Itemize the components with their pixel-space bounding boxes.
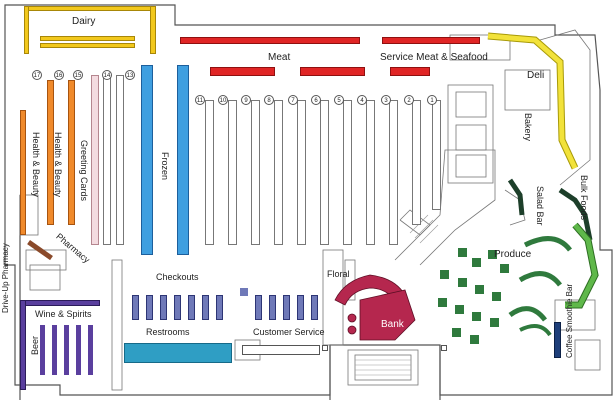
checkout-stand: [255, 295, 262, 320]
produce-table: [488, 250, 497, 259]
dairy-case-left: [24, 6, 29, 54]
bank-label: Bank: [381, 319, 404, 330]
aisle-6: [320, 100, 329, 245]
restrooms-area: [124, 343, 232, 363]
floral-label: Floral: [327, 269, 350, 279]
checkout-stand: [311, 295, 318, 320]
aisle-number-7: 7: [288, 95, 298, 105]
coffee-smoothie-bar-counter: [554, 322, 561, 358]
health-beauty-aisle: [68, 80, 75, 225]
dairy-case-right: [150, 6, 156, 54]
aisle-number-4: 4: [357, 95, 367, 105]
wine-spirits-label: Wine & Spirits: [35, 309, 92, 319]
produce-table: [458, 248, 467, 257]
produce-table: [472, 258, 481, 267]
checkout-stand: [160, 295, 167, 320]
aisle-number-11: 11: [195, 95, 205, 105]
checkout-stand: [216, 295, 223, 320]
checkout-stand: [297, 295, 304, 320]
checkouts-label: Checkouts: [156, 272, 199, 282]
aisle-11: [205, 100, 214, 245]
restrooms-label: Restrooms: [146, 327, 190, 337]
aisle-number-17: 17: [32, 70, 42, 80]
aisle-4: [366, 100, 375, 245]
aisle-number-3: 3: [381, 95, 391, 105]
aisle-10: [228, 100, 237, 245]
checkout-stand: [174, 295, 181, 320]
aisle-number-16: 16: [54, 70, 64, 80]
aisle-8: [274, 100, 283, 245]
aisle-number-10: 10: [218, 95, 228, 105]
produce-table: [472, 312, 481, 321]
checkout-stand: [269, 295, 276, 320]
produce-table: [458, 278, 467, 287]
produce-table: [440, 270, 449, 279]
frozen-aisle: [177, 65, 189, 255]
entrance-door: [322, 345, 328, 351]
wine-spirits-wall: [20, 300, 26, 390]
meat-label: Meat: [268, 52, 291, 63]
entrance-door: [441, 345, 447, 351]
produce-table: [470, 335, 479, 344]
aisle-number-5: 5: [334, 95, 344, 105]
service-meat-seafood-label: Service Meat & Seafood: [380, 52, 488, 63]
checkout-stand: [283, 295, 290, 320]
aisle-13: [116, 75, 124, 245]
produce-table: [438, 298, 447, 307]
produce-table: [475, 285, 484, 294]
aisle-7: [297, 100, 306, 245]
customer-service-desk: [242, 345, 320, 355]
customer-service-label: Customer Service: [253, 327, 325, 337]
wine-rack: [40, 325, 45, 375]
produce-table: [452, 328, 461, 337]
meat-island-2: [300, 67, 365, 76]
aisle-number-15: 15: [73, 70, 83, 80]
aisle-number-14: 14: [102, 70, 112, 80]
produce-table: [500, 264, 509, 273]
produce-table: [490, 318, 499, 327]
dairy-label: Dairy: [72, 16, 96, 27]
produce-label: Produce: [494, 249, 532, 260]
aisle-number-2: 2: [404, 95, 414, 105]
aisle-number-8: 8: [264, 95, 274, 105]
service-meat-case: [382, 37, 480, 44]
checkout-stand: [188, 295, 195, 320]
frozen-aisle: [141, 65, 153, 255]
wine-rack: [52, 325, 57, 375]
dairy-island-2: [40, 43, 135, 48]
wine-rack: [88, 325, 93, 375]
meat-wall-case: [180, 37, 360, 44]
aisle-2: [412, 100, 421, 225]
aisle-number-9: 9: [241, 95, 251, 105]
aisle-number-1: 1: [427, 95, 437, 105]
aisle-number-6: 6: [311, 95, 321, 105]
aisle-9: [251, 100, 260, 245]
greeting-cards-aisle: [91, 75, 99, 245]
self-checkout: [240, 288, 248, 296]
wine-rack: [64, 325, 69, 375]
meat-island-3: [390, 67, 430, 76]
produce-table: [455, 305, 464, 314]
health-beauty-wall: [20, 110, 26, 235]
dairy-island-1: [40, 36, 135, 41]
checkout-stand: [132, 295, 139, 320]
health-beauty-aisle: [47, 80, 54, 225]
deli-label: Deli: [527, 70, 545, 81]
produce-table: [492, 292, 501, 301]
wine-rack: [76, 325, 81, 375]
checkout-stand: [146, 295, 153, 320]
meat-island-1: [210, 67, 275, 76]
checkout-stand: [202, 295, 209, 320]
aisle-number-13: 13: [125, 70, 135, 80]
aisle-3: [389, 100, 398, 245]
aisle-5: [343, 100, 352, 245]
